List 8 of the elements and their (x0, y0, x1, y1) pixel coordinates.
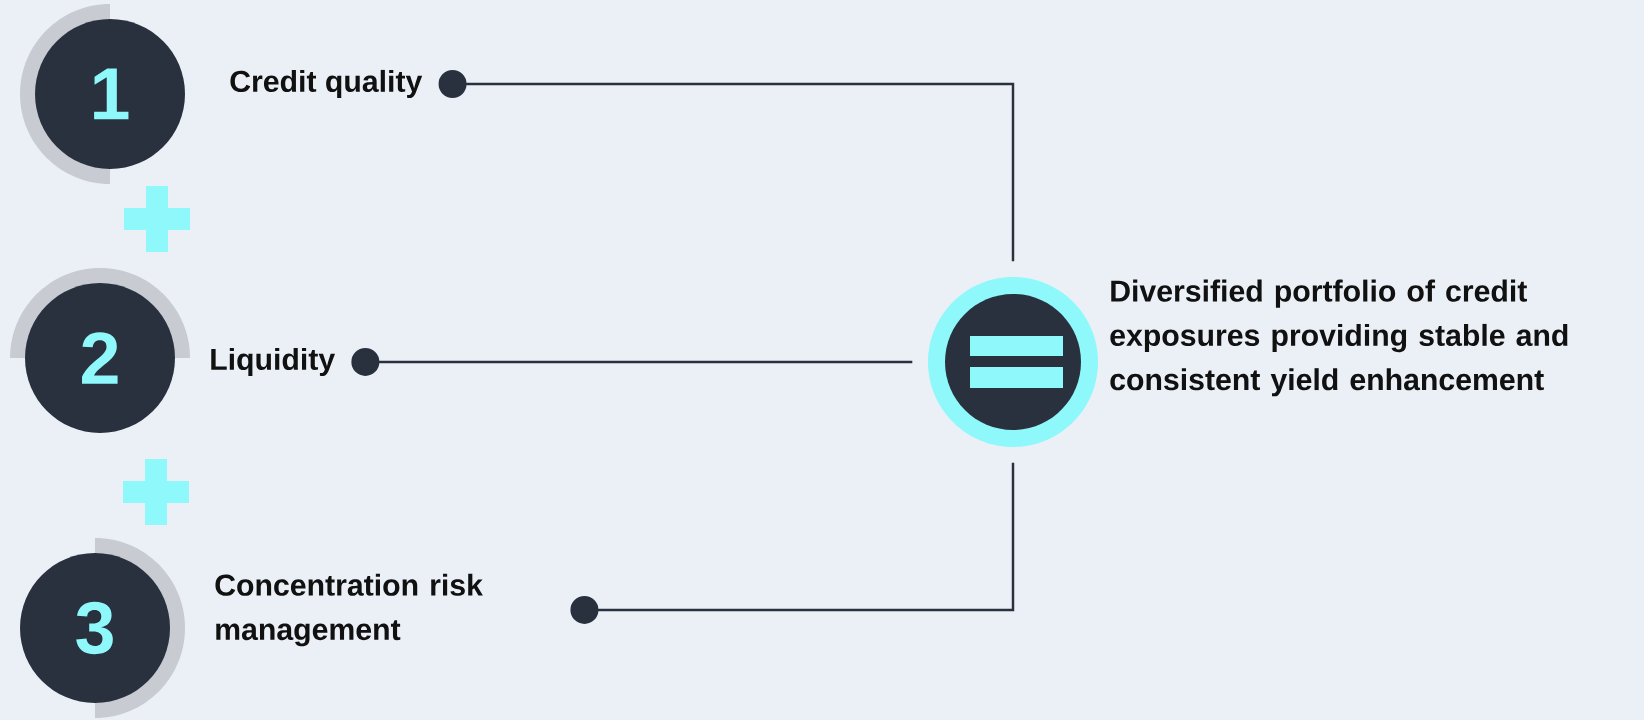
connector-line (570, 462, 1015, 624)
label-text: Concentration risk management (215, 573, 483, 647)
connector-line (438, 70, 1015, 262)
connector-line (351, 348, 913, 376)
equals-circle (928, 277, 1098, 447)
label-text: Diversified portfolio of credit exposures providing stable and consistent yield enhancement (1110, 279, 1568, 397)
label-text: Credit quality (230, 69, 423, 99)
label-text: Liquidity (211, 347, 335, 377)
